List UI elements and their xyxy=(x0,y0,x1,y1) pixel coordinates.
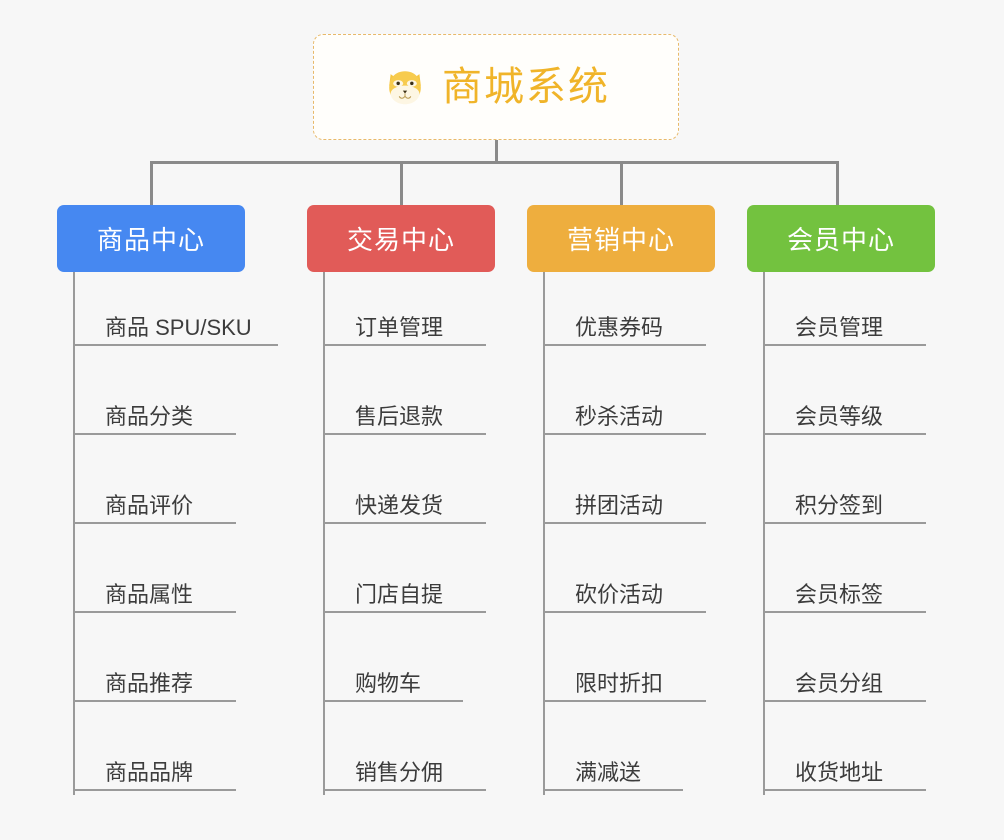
leaf-item-0-1[interactable]: 商品分类 xyxy=(73,379,236,435)
root-node-mall-system[interactable]: 商城系统 xyxy=(313,34,679,140)
leaf-item-0-3[interactable]: 商品属性 xyxy=(73,557,236,613)
connector-root-stem xyxy=(495,140,498,164)
leaf-label-2-3: 砍价活动 xyxy=(575,581,664,607)
leaf-item-3-0[interactable]: 会员管理 xyxy=(763,290,926,346)
leaf-label-2-1: 秒杀活动 xyxy=(575,403,664,429)
root-title: 商城系统 xyxy=(442,65,610,109)
leaf-item-1-5[interactable]: 销售分佣 xyxy=(323,735,486,791)
leaf-item-0-2[interactable]: 商品评价 xyxy=(73,468,236,524)
leaf-item-1-4[interactable]: 购物车 xyxy=(323,646,463,702)
connector-drop-2 xyxy=(400,161,403,206)
leaf-label-1-5: 销售分佣 xyxy=(355,759,444,785)
category-label-1: 交易中心 xyxy=(346,225,455,255)
column-spine-0 xyxy=(73,272,75,795)
leaf-item-2-4[interactable]: 限时折扣 xyxy=(543,646,706,702)
leaf-item-3-3[interactable]: 会员标签 xyxy=(763,557,926,613)
leaf-item-3-5[interactable]: 收货地址 xyxy=(763,735,926,791)
category-label-3: 会员中心 xyxy=(786,225,895,255)
leaf-item-2-2[interactable]: 拼团活动 xyxy=(543,468,706,524)
leaf-item-0-5[interactable]: 商品品牌 xyxy=(73,735,236,791)
shiba-dog-face-icon xyxy=(382,64,428,110)
leaf-item-1-2[interactable]: 快递发货 xyxy=(323,468,486,524)
connector-drop-1 xyxy=(150,161,153,206)
leaf-item-1-1[interactable]: 售后退款 xyxy=(323,379,486,435)
connector-horizontal-bus xyxy=(150,161,839,164)
column-spine-3 xyxy=(763,272,765,795)
leaf-item-0-0[interactable]: 商品 SPU/SKU xyxy=(73,290,278,346)
category-box-3[interactable]: 会员中心 xyxy=(747,205,935,272)
leaf-item-3-2[interactable]: 积分签到 xyxy=(763,468,926,524)
leaf-item-2-5[interactable]: 满减送 xyxy=(543,735,683,791)
leaf-item-2-3[interactable]: 砍价活动 xyxy=(543,557,706,613)
leaf-label-3-5: 收货地址 xyxy=(795,759,884,785)
leaf-label-2-5: 满减送 xyxy=(575,759,642,785)
leaf-label-1-0: 订单管理 xyxy=(355,314,444,340)
connector-drop-3 xyxy=(620,161,623,206)
leaf-label-3-4: 会员分组 xyxy=(795,670,884,696)
leaf-label-3-1: 会员等级 xyxy=(795,403,884,429)
column-spine-1 xyxy=(323,272,325,795)
leaf-label-3-0: 会员管理 xyxy=(795,314,884,340)
leaf-item-2-1[interactable]: 秒杀活动 xyxy=(543,379,706,435)
connector-drop-4 xyxy=(836,161,839,206)
category-label-0: 商品中心 xyxy=(96,225,205,255)
leaf-label-0-5: 商品品牌 xyxy=(105,759,194,785)
category-box-1[interactable]: 交易中心 xyxy=(307,205,495,272)
leaf-label-0-1: 商品分类 xyxy=(105,403,194,429)
leaf-label-3-3: 会员标签 xyxy=(795,581,884,607)
leaf-item-1-3[interactable]: 门店自提 xyxy=(323,557,486,613)
leaf-label-2-4: 限时折扣 xyxy=(575,670,664,696)
leaf-label-0-0: 商品 SPU/SKU xyxy=(105,314,252,340)
leaf-label-0-2: 商品评价 xyxy=(105,492,194,518)
category-box-2[interactable]: 营销中心 xyxy=(527,205,715,272)
category-box-0[interactable]: 商品中心 xyxy=(57,205,245,272)
leaf-label-1-3: 门店自提 xyxy=(355,581,444,607)
leaf-item-3-4[interactable]: 会员分组 xyxy=(763,646,926,702)
leaf-item-1-0[interactable]: 订单管理 xyxy=(323,290,486,346)
leaf-label-1-1: 售后退款 xyxy=(355,403,444,429)
leaf-label-2-0: 优惠券码 xyxy=(575,314,664,340)
category-label-2: 营销中心 xyxy=(566,225,675,255)
leaf-item-0-4[interactable]: 商品推荐 xyxy=(73,646,236,702)
leaf-label-1-2: 快递发货 xyxy=(355,492,444,518)
leaf-label-3-2: 积分签到 xyxy=(795,492,884,518)
leaf-item-2-0[interactable]: 优惠券码 xyxy=(543,290,706,346)
leaf-item-3-1[interactable]: 会员等级 xyxy=(763,379,926,435)
leaf-label-0-4: 商品推荐 xyxy=(105,670,194,696)
leaf-label-2-2: 拼团活动 xyxy=(575,492,664,518)
column-spine-2 xyxy=(543,272,545,795)
leaf-label-0-3: 商品属性 xyxy=(105,581,194,607)
leaf-label-1-4: 购物车 xyxy=(355,670,422,696)
